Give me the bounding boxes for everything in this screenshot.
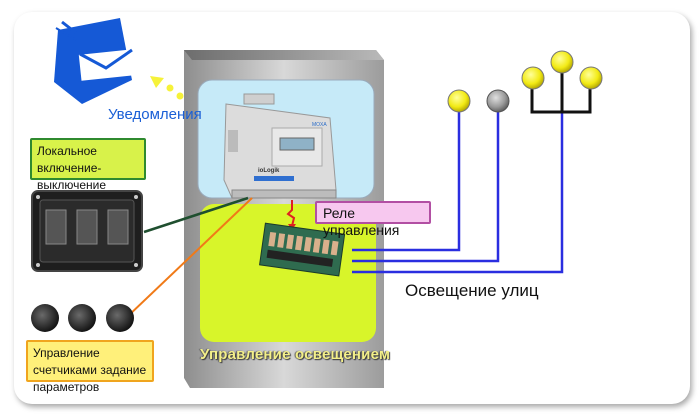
orange-wire (125, 197, 253, 319)
red-wire (286, 200, 296, 227)
street-lamp-icon (447, 89, 471, 113)
knob[interactable] (106, 304, 134, 332)
rocker-switch[interactable] (45, 209, 67, 245)
iologik-controller: ioLogik MOXA (223, 93, 337, 199)
knob[interactable] (68, 304, 96, 332)
rocker-switch[interactable] (76, 209, 98, 245)
knob[interactable] (31, 304, 59, 332)
street-lamp-icon (579, 66, 603, 90)
rocker-switch[interactable] (107, 209, 129, 245)
controller-model: ioLogik (258, 168, 280, 174)
rocker-switch-panel (31, 190, 143, 272)
control-relay-label: Реле управления (315, 201, 431, 238)
envelope-icon (54, 18, 136, 104)
notifications-label: Уведомления (108, 106, 202, 123)
control-knobs (31, 304, 134, 332)
street-lamp-off-icon (486, 89, 510, 113)
controller-brand: MOXA (312, 122, 327, 128)
blue-wires (352, 72, 564, 274)
green-wire (143, 196, 249, 234)
street-lighting-label: Освещение улиц (405, 281, 539, 300)
local-switch-label: Локальное включение-выключение (30, 138, 146, 192)
relay-board (259, 222, 346, 277)
street-lamp-icon (521, 66, 545, 90)
street-lamp-icon (550, 50, 574, 74)
lighting-control-label: Управление освещением (200, 346, 391, 363)
counters-control-label: Управление счетчиками задание параметров (26, 340, 154, 394)
